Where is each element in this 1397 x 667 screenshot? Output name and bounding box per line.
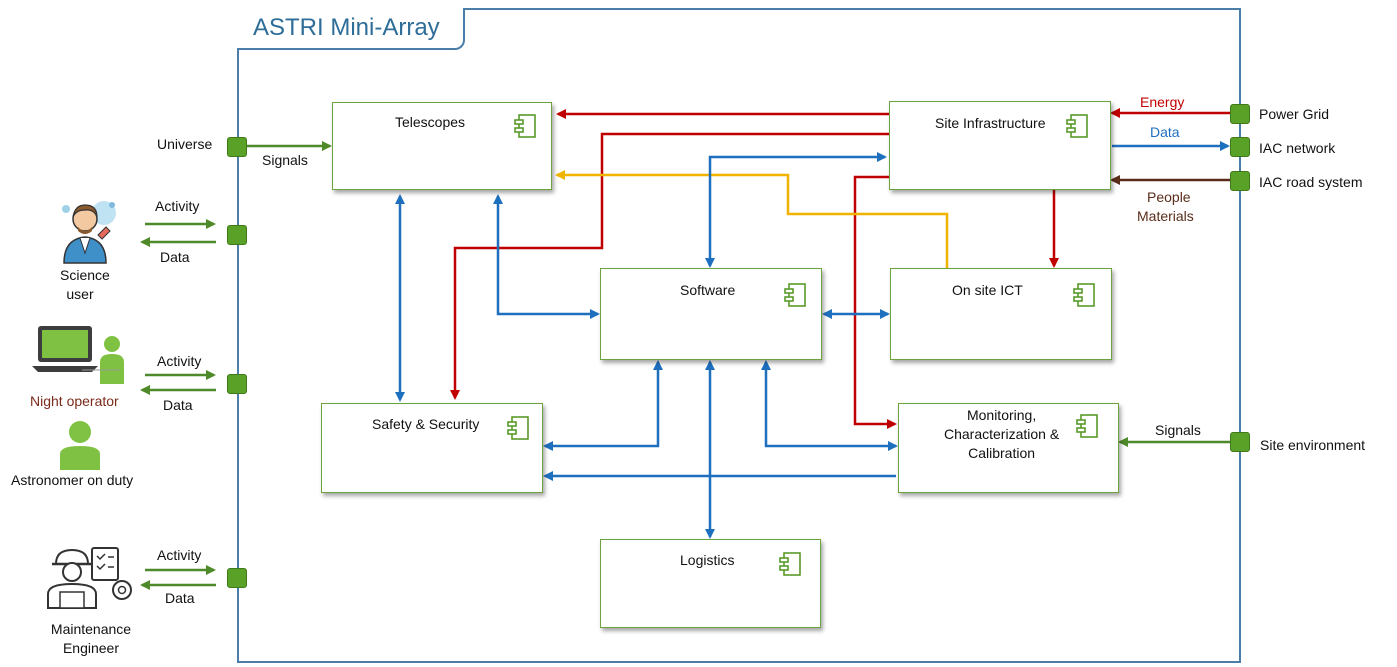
component-software[interactable] bbox=[600, 268, 822, 360]
component-icon bbox=[507, 416, 529, 440]
actor-science-user-line1: Science bbox=[60, 267, 110, 283]
component-label-safety-security: Safety & Security bbox=[372, 416, 480, 432]
astronomer-person-icon bbox=[60, 421, 100, 470]
night-operator-data: Data bbox=[163, 397, 193, 413]
data-flows bbox=[395, 141, 1230, 539]
port-iac-network[interactable] bbox=[1230, 137, 1250, 157]
component-icon bbox=[1066, 114, 1088, 138]
component-icon bbox=[784, 283, 806, 307]
component-icon bbox=[779, 552, 801, 576]
port-universe[interactable] bbox=[227, 137, 247, 157]
component-label-logistics: Logistics bbox=[680, 552, 735, 568]
green-flows bbox=[140, 141, 1230, 590]
port-night-operator[interactable] bbox=[227, 374, 247, 394]
engineer-icon bbox=[47, 547, 132, 609]
port-site-environment[interactable] bbox=[1230, 432, 1250, 452]
system-title-tab bbox=[237, 8, 465, 50]
actor-astronomer: Astronomer on duty bbox=[11, 472, 134, 488]
energy-flows bbox=[450, 108, 1230, 429]
monitoring-line-3: Calibration bbox=[968, 445, 1036, 461]
label-people: People bbox=[1147, 189, 1191, 205]
component-icon bbox=[1073, 283, 1095, 307]
component-on-site-ict[interactable] bbox=[890, 268, 1112, 360]
actor-science-user-line2: user bbox=[66, 286, 94, 302]
component-icon bbox=[514, 114, 536, 138]
label-universe: Universe bbox=[157, 136, 213, 152]
label-power-grid: Power Grid bbox=[1259, 106, 1330, 122]
label-signals-in: Signals bbox=[262, 152, 308, 168]
port-power-grid[interactable] bbox=[1230, 104, 1250, 124]
actor-maintenance-line2: Engineer bbox=[62, 640, 120, 656]
maintenance-data: Data bbox=[165, 590, 195, 606]
actor-maintenance-line1: Maintenance bbox=[50, 621, 132, 637]
component-label-site-infrastructure: Site Infrastructure bbox=[935, 115, 1046, 131]
component-label-software: Software bbox=[680, 282, 736, 298]
label-signals-env: Signals bbox=[1155, 422, 1201, 438]
monitoring-line-1: Monitoring, bbox=[966, 407, 1037, 423]
label-iac-road: IAC road system bbox=[1259, 174, 1363, 190]
label-data-out: Data bbox=[1150, 124, 1180, 140]
operator-laptop-icon bbox=[32, 326, 124, 384]
port-science-user[interactable] bbox=[227, 225, 247, 245]
scientist-icon bbox=[62, 201, 116, 264]
port-maintenance[interactable] bbox=[227, 568, 247, 588]
label-materials: Materials bbox=[1137, 208, 1194, 224]
system-boundary bbox=[237, 8, 1241, 663]
monitoring-line-2: Characterization & bbox=[944, 426, 1060, 442]
component-label-telescopes: Telescopes bbox=[395, 114, 466, 130]
label-site-environment: Site environment bbox=[1260, 437, 1366, 453]
component-icon bbox=[1076, 414, 1098, 438]
maintenance-activity: Activity bbox=[157, 547, 202, 563]
component-label-monitoring: Monitoring, Characterization & Calibrati… bbox=[944, 406, 1059, 463]
night-operator-activity: Activity bbox=[157, 353, 202, 369]
science-user-activity: Activity bbox=[155, 198, 200, 214]
label-energy: Energy bbox=[1140, 94, 1185, 110]
system-title: ASTRI Mini-Array bbox=[253, 14, 440, 41]
component-telescopes[interactable] bbox=[332, 102, 552, 190]
actor-night-operator: Night operator bbox=[30, 393, 119, 409]
port-iac-road[interactable] bbox=[1230, 171, 1250, 191]
label-iac-network: IAC network bbox=[1259, 140, 1336, 156]
component-label-on-site-ict: On site ICT bbox=[952, 282, 1023, 298]
component-safety-security[interactable] bbox=[321, 403, 543, 493]
science-user-data: Data bbox=[160, 249, 190, 265]
